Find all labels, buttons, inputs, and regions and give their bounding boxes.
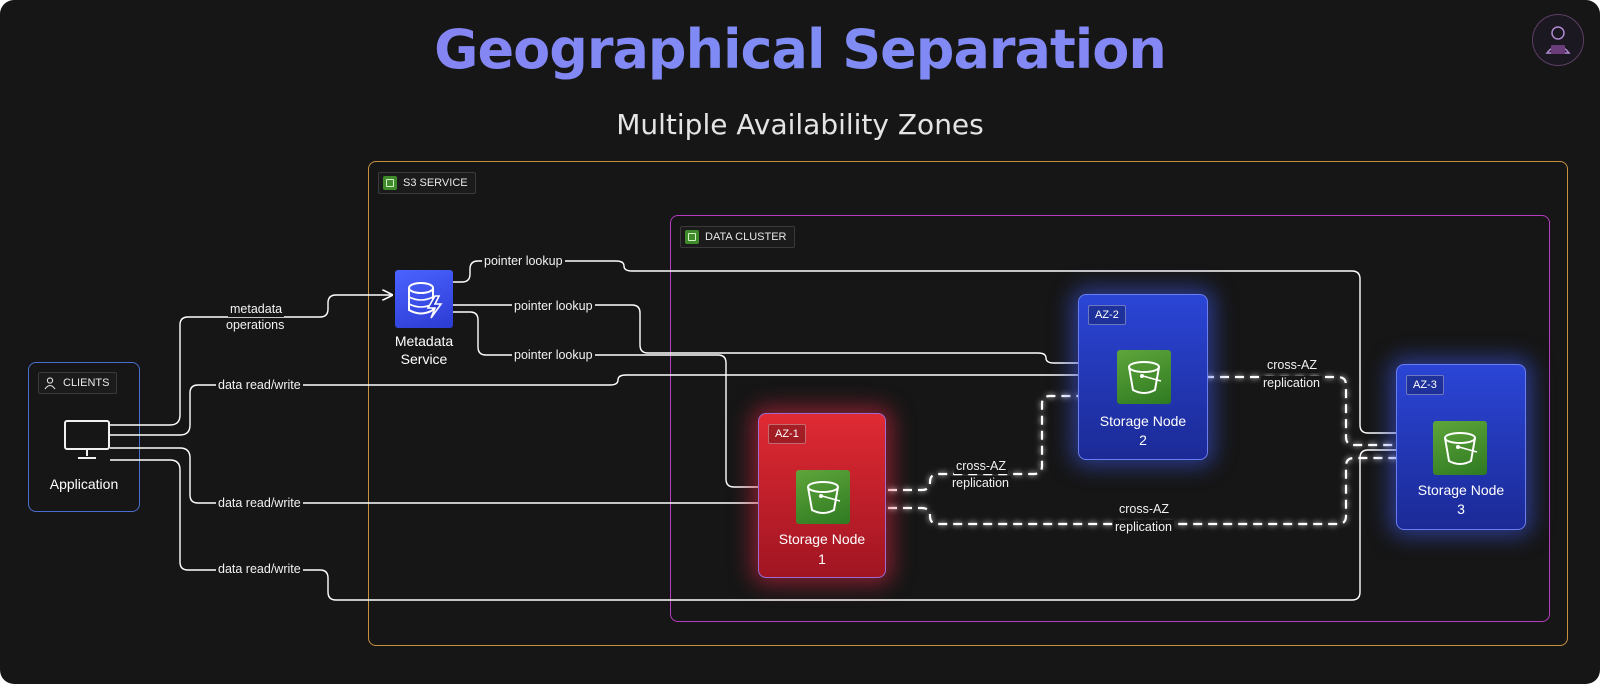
data-cluster-label: DATA CLUSTER xyxy=(705,231,787,243)
data-cluster-group xyxy=(670,215,1550,622)
storage-node-1-number: 1 xyxy=(818,551,826,567)
edge-label-replication: replication xyxy=(1113,520,1174,535)
edge-label-replication: replication xyxy=(1261,376,1322,391)
clients-group xyxy=(28,362,140,512)
edge-label-data-read-write: data read/write xyxy=(216,378,303,393)
aws-group-icon xyxy=(383,176,397,190)
edge-label-metadata: metadata xyxy=(228,302,285,317)
edge-replication-az1-az3 xyxy=(858,458,1433,526)
storage-node-3-number: 3 xyxy=(1457,501,1465,517)
metadata-service-node xyxy=(395,270,453,328)
edge-data-rw-az1 xyxy=(110,447,796,503)
storage-node-1-bucket xyxy=(796,470,850,524)
edge-label-data-read-write: data read/write xyxy=(216,562,303,577)
edge-label-data-read-write: data read/write xyxy=(216,496,303,511)
edge-label-cross-az: cross-AZ xyxy=(1117,502,1171,517)
az3-label: AZ-3 xyxy=(1406,375,1444,395)
edge-label-pointer-lookup: pointer lookup xyxy=(482,254,565,269)
edge-pointer-az3 xyxy=(452,260,1433,433)
storage-node-2-bucket xyxy=(1117,350,1171,404)
edge-label-pointer-lookup: pointer lookup xyxy=(512,299,595,314)
storage-node-2-number: 2 xyxy=(1139,432,1147,448)
edge-label-replication: replication xyxy=(950,476,1011,491)
edge-data-rw-az2 xyxy=(110,375,1117,436)
edge-pointer-az2 xyxy=(452,304,1117,363)
database-lightning-icon xyxy=(408,282,443,319)
edge-label-cross-az: cross-AZ xyxy=(1265,358,1319,373)
s3-bucket-icon xyxy=(807,481,841,514)
edge-replication-az2-az3 xyxy=(1175,375,1433,445)
edge-label-pointer-lookup: pointer lookup xyxy=(512,348,595,363)
monitor-icon xyxy=(64,420,110,459)
edge-data-rw-az3 xyxy=(110,450,1433,601)
s3-bucket-icon xyxy=(1444,432,1478,465)
edge-replication-az1-az2 xyxy=(858,396,1117,492)
edge-label-cross-az: cross-AZ xyxy=(954,459,1008,474)
storage-node-2-name: Storage Node xyxy=(1099,413,1187,429)
user-icon xyxy=(44,377,56,390)
metadata-service-label-line1: Metadata xyxy=(394,333,454,349)
az2-label: AZ-2 xyxy=(1088,305,1126,325)
aws-group-icon xyxy=(685,230,699,244)
page-title: Geographical Separation xyxy=(0,18,1600,81)
storage-node-3-name: Storage Node xyxy=(1417,482,1505,498)
application-label: Application xyxy=(49,476,119,492)
az1-label: AZ-1 xyxy=(768,424,806,444)
data-cluster-tag: DATA CLUSTER xyxy=(680,226,795,248)
edge-metadata-operations xyxy=(110,295,392,426)
s3-service-label: S3 SERVICE xyxy=(403,177,468,189)
metadata-service-label-line2: Service xyxy=(400,351,448,367)
storage-node-3-bucket xyxy=(1433,421,1487,475)
brand-logo xyxy=(1532,14,1584,66)
clients-label: CLIENTS xyxy=(63,377,110,389)
s3-service-tag: S3 SERVICE xyxy=(378,172,476,194)
s3-service-group xyxy=(368,161,1568,646)
s3-bucket-icon xyxy=(1128,361,1162,394)
storage-node-1-name: Storage Node xyxy=(778,531,866,547)
clients-tag: CLIENTS xyxy=(38,372,118,394)
edge-label-operations: operations xyxy=(224,318,287,333)
page-subtitle: Multiple Availability Zones xyxy=(616,108,984,141)
edge-pointer-az1 xyxy=(452,311,796,487)
